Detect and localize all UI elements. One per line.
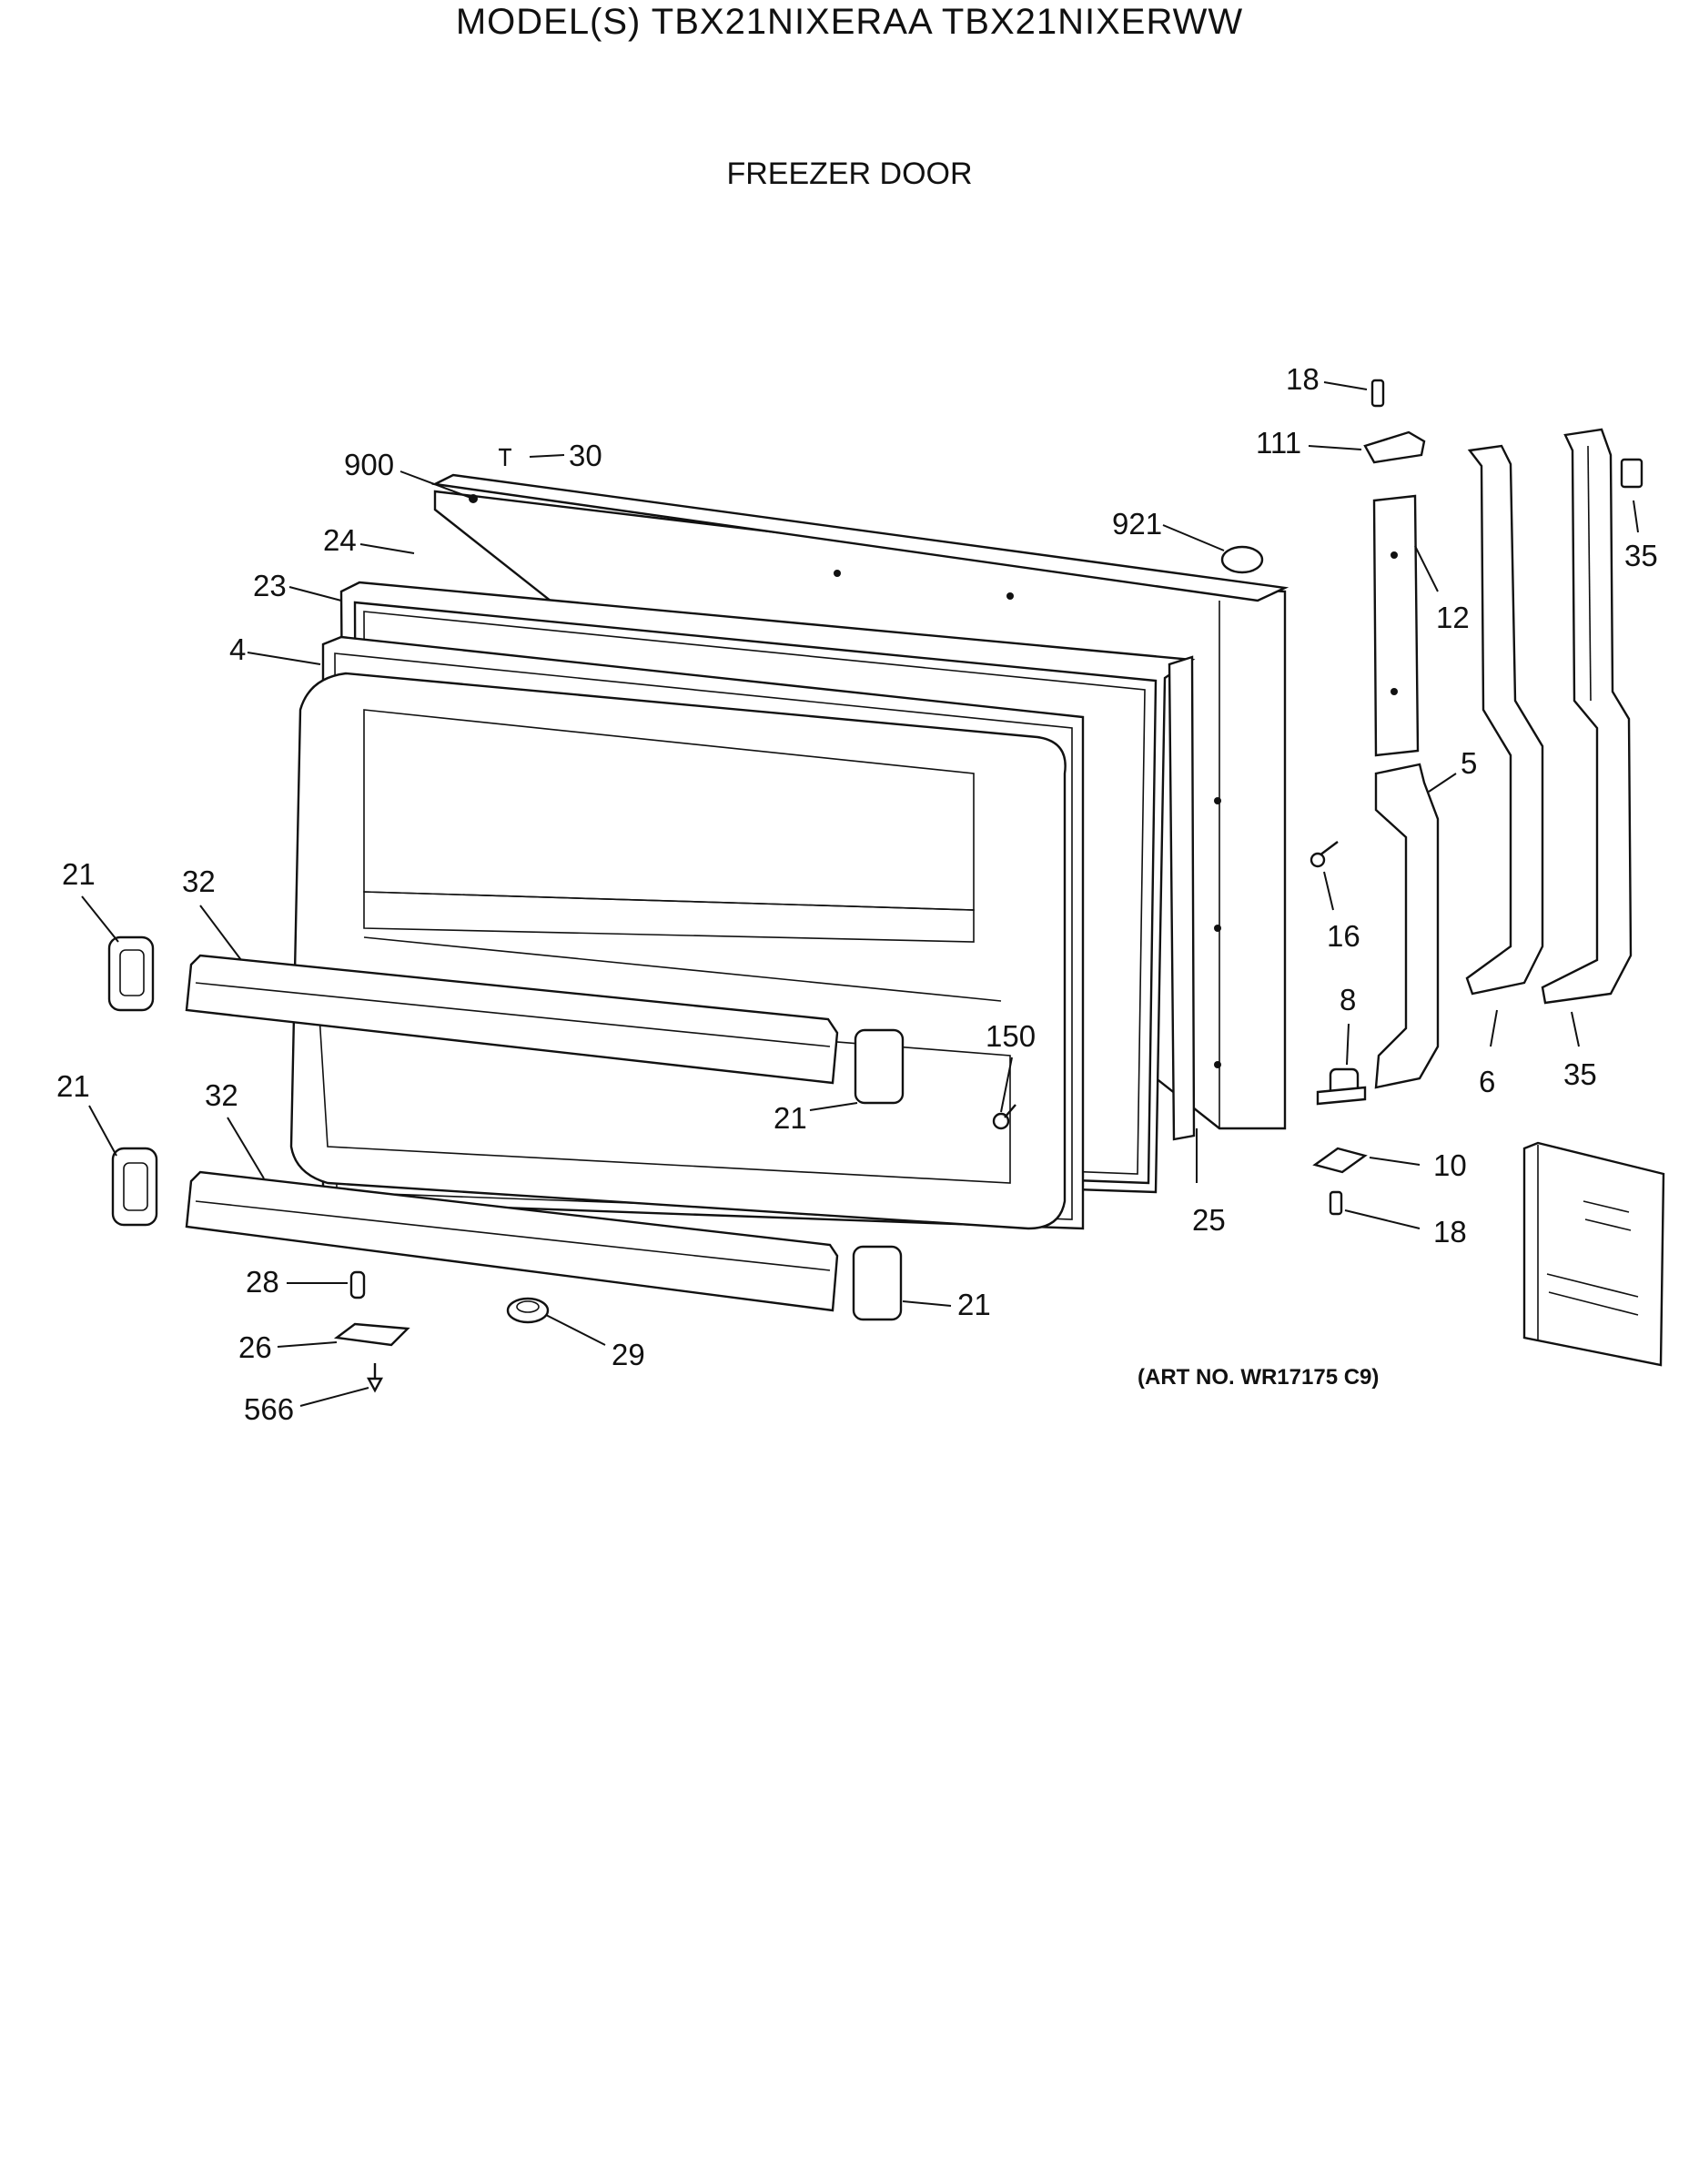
hinge-111 <box>1363 430 1426 464</box>
section-title: FREEZER DOOR <box>726 157 973 191</box>
screw-566 <box>366 1363 384 1393</box>
callout-35-top: 35 <box>1624 539 1658 572</box>
owners-manual <box>1522 1141 1665 1367</box>
gasket-strip <box>1168 655 1196 1141</box>
callout-24: 24 <box>323 523 357 557</box>
screw-18-lower <box>1329 1190 1343 1216</box>
callout-26: 26 <box>238 1330 272 1364</box>
bracket-8 <box>1316 1067 1367 1106</box>
callout-18-lower: 18 <box>1433 1215 1467 1249</box>
art-number: (ART NO. WR17175 C9) <box>1138 1365 1380 1390</box>
hinge-bracket-12 <box>1372 494 1420 757</box>
callout-32-upper: 32 <box>182 864 216 898</box>
callout-5: 5 <box>1461 746 1477 780</box>
page-title: MODEL(S) TBX21NIXERAA TBX21NIXERWW <box>455 2 1244 42</box>
callout-32-lower: 32 <box>205 1078 238 1112</box>
callout-21-upper-left: 21 <box>62 857 96 891</box>
callout-900: 900 <box>344 448 394 481</box>
callout-35-bottom: 35 <box>1563 1057 1597 1091</box>
plug-921 <box>1220 545 1264 574</box>
callout-21-mid: 21 <box>774 1101 807 1135</box>
callout-21-lower-right: 21 <box>957 1288 991 1321</box>
callout-6: 6 <box>1479 1065 1495 1098</box>
callout-25: 25 <box>1192 1203 1226 1237</box>
end-cap-upper-left <box>107 935 155 1012</box>
callout-4: 4 <box>229 632 246 666</box>
door-inner-liner <box>289 672 1067 1230</box>
callout-12: 12 <box>1436 601 1470 634</box>
callout-29: 29 <box>612 1338 645 1371</box>
bracket-10 <box>1312 1147 1368 1174</box>
end-cap-lower-right <box>852 1245 903 1321</box>
cap-35 <box>1620 458 1643 489</box>
handle-5 <box>1374 763 1440 1089</box>
callout-18-top: 18 <box>1286 362 1320 396</box>
callout-28: 28 <box>246 1265 279 1299</box>
callout-23: 23 <box>253 569 287 602</box>
callout-150: 150 <box>986 1019 1036 1053</box>
callout-16: 16 <box>1327 919 1360 953</box>
bracket-26 <box>333 1322 410 1347</box>
callout-921: 921 <box>1112 507 1162 541</box>
leader-lines <box>81 381 1639 1407</box>
handle-trim-35 <box>1541 428 1633 1005</box>
callout-labels: 900 30 24 23 4 921 18 111 12 35 5 16 8 6… <box>56 362 1658 1426</box>
plug-28 <box>349 1270 366 1299</box>
callout-111: 111 <box>1256 426 1301 460</box>
door-shelf-bar-upper <box>185 954 839 1085</box>
callout-8: 8 <box>1340 983 1356 1016</box>
screw-150 <box>992 1104 1016 1130</box>
screw-18-top <box>1370 379 1385 408</box>
callout-10: 10 <box>1433 1148 1467 1182</box>
end-cap-upper-right <box>854 1028 905 1105</box>
callout-30: 30 <box>569 439 602 472</box>
end-cap-lower-left <box>111 1147 158 1227</box>
door-shelf-bar-lower <box>185 1170 839 1312</box>
callout-21-lower-left: 21 <box>56 1069 90 1103</box>
screw-30 <box>499 448 511 466</box>
foot-29 <box>506 1297 550 1324</box>
callout-566: 566 <box>244 1392 294 1426</box>
screw-16 <box>1310 841 1339 868</box>
handle-trim-6 <box>1465 444 1544 996</box>
